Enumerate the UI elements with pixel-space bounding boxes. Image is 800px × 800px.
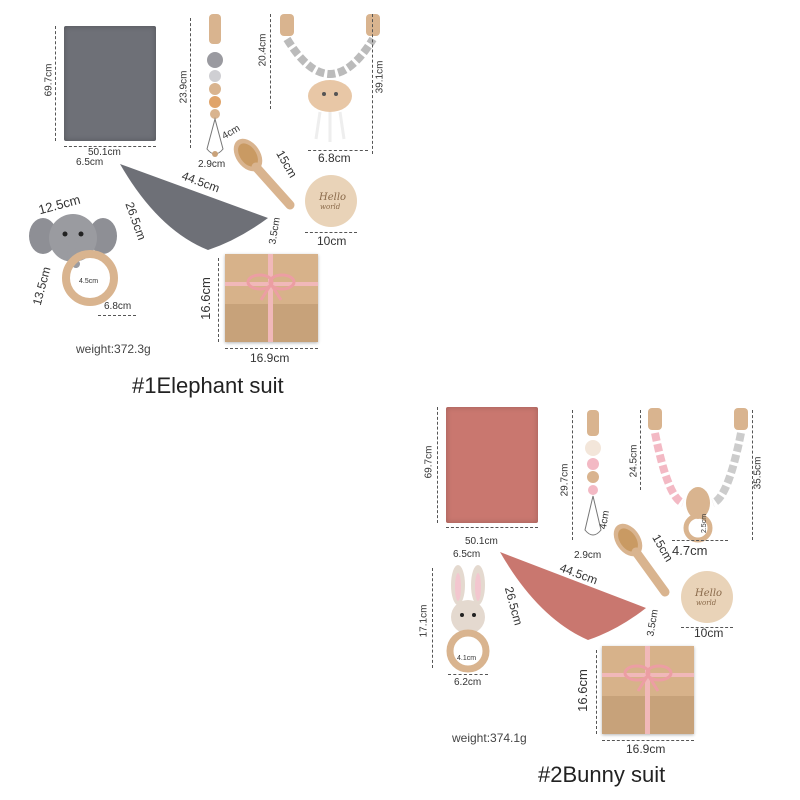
blanket-height-label: 69.7cm bbox=[43, 63, 55, 97]
card-text-world: world bbox=[696, 599, 717, 607]
box-ribbon-v bbox=[268, 254, 273, 342]
bib-small-label: 6.5cm bbox=[453, 549, 481, 560]
mobile-height2-label: 39.1cm bbox=[374, 60, 386, 94]
bib-small-label: 6.5cm bbox=[76, 157, 104, 168]
card-width-label: 10cm bbox=[694, 626, 724, 640]
rattle-height-label: 17.1cm bbox=[418, 604, 430, 638]
mobile-height1-label: 20.4cm bbox=[257, 33, 269, 67]
bunny-rattle bbox=[446, 565, 490, 673]
blanket-width-label: 50.1cm bbox=[88, 147, 121, 158]
blanket-height-label: 69.7cm bbox=[423, 445, 435, 479]
bib-pink bbox=[500, 552, 646, 640]
blanket-gray bbox=[64, 26, 156, 141]
box-bow bbox=[623, 664, 673, 692]
mobile-width-label: 6.8cm bbox=[318, 151, 351, 165]
card-text-world: world bbox=[320, 203, 341, 211]
hair-brush bbox=[233, 138, 295, 210]
suit-caption: #1Elephant suit bbox=[132, 373, 284, 398]
bib-tip-label: 3.5cm bbox=[267, 216, 283, 246]
rattle-ring-label: 6.8cm bbox=[104, 301, 132, 312]
blanket-pink bbox=[446, 407, 538, 523]
pacifier-bead-label: 2.9cm bbox=[198, 159, 226, 170]
rattle-ring-label: 6.2cm bbox=[454, 677, 482, 688]
pacifier-height-label: 23.9cm bbox=[178, 70, 190, 104]
pacifier-height-label: 29.7cm bbox=[559, 463, 571, 497]
mobile-width-label: 4.7cm bbox=[672, 543, 708, 558]
box-width-label: 16.9cm bbox=[250, 351, 290, 365]
card-width-label: 10cm bbox=[317, 234, 347, 248]
rattle-inner-label: 4.5cm bbox=[79, 278, 99, 285]
bib-tip-label: 3.5cm bbox=[645, 608, 661, 638]
box-ribbon-v bbox=[645, 646, 650, 734]
wooden-card bbox=[305, 175, 357, 227]
card-text-hello: Hello bbox=[319, 192, 347, 203]
box-height-label: 16.6cm bbox=[197, 277, 213, 320]
box-height-label: 16.6cm bbox=[574, 669, 590, 712]
mobile-height1-label: 24.5cm bbox=[628, 444, 640, 478]
pacifier-clip bbox=[584, 410, 602, 536]
bib-gray bbox=[120, 164, 268, 250]
suit-caption: #2Bunny suit bbox=[538, 762, 666, 787]
blanket-width-label: 50.1cm bbox=[465, 536, 498, 547]
elephant-rattle bbox=[29, 214, 118, 306]
box-width-label: 16.9cm bbox=[626, 742, 666, 756]
pacifier-bead-label: 2.9cm bbox=[574, 550, 602, 561]
pacifier-clip bbox=[206, 14, 224, 157]
hair-brush bbox=[613, 523, 670, 597]
wooden-card bbox=[681, 571, 733, 623]
mobile-height2-label: 35.5cm bbox=[752, 456, 764, 490]
rattle-inner-label: 4.1cm bbox=[457, 655, 477, 662]
mobile-ring-label: 2.5cm bbox=[701, 513, 709, 534]
card-text-hello: Hello bbox=[695, 588, 723, 599]
weight-label: weight:372.3g bbox=[76, 342, 151, 356]
weight-label: weight:374.1g bbox=[452, 731, 527, 745]
box-bow bbox=[246, 273, 296, 301]
stroller-chain bbox=[280, 14, 380, 142]
